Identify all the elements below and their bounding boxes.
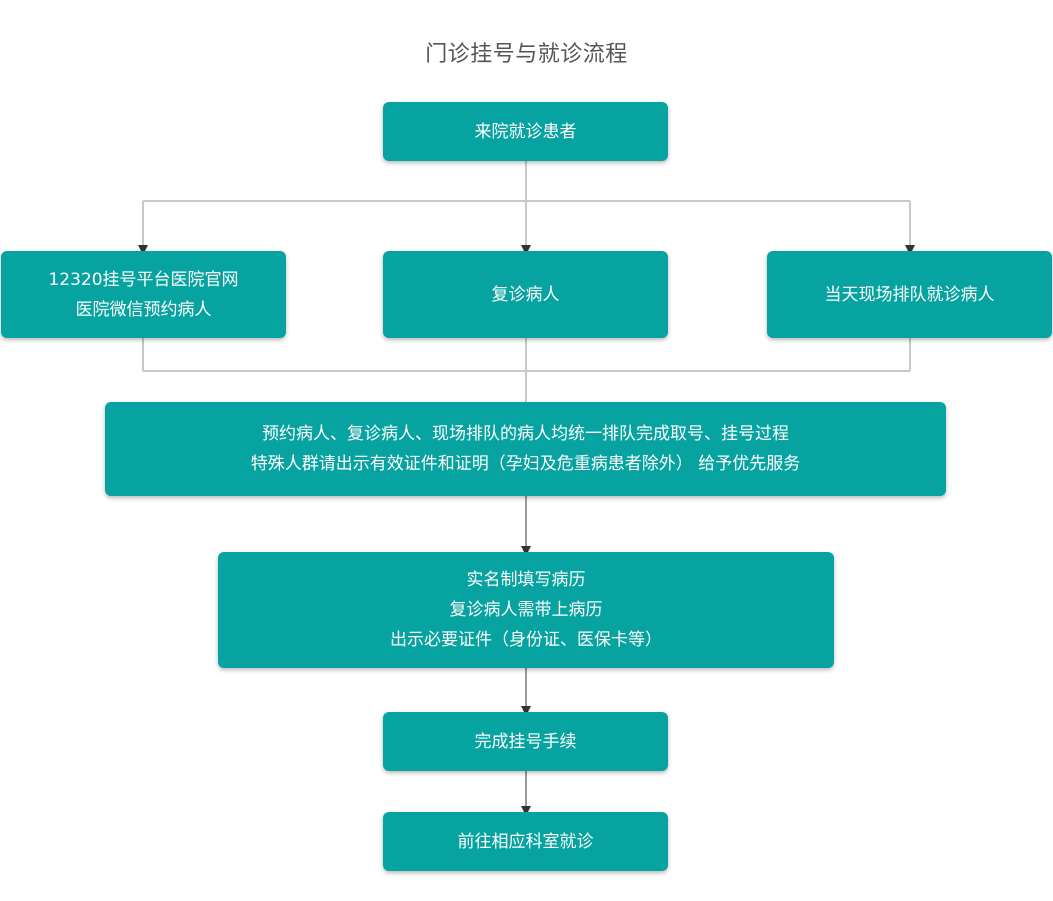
medical-records-label-2: 复诊病人需带上病历: [449, 600, 603, 620]
online-booking-label-1: 12320挂号平台医院官网: [48, 269, 239, 290]
registration-complete-node: 完成挂号手续: [383, 712, 668, 771]
start-node-label: 来院就诊患者: [474, 121, 577, 142]
online-booking-label-2: 医院微信预约病人: [75, 299, 212, 320]
medical-records-label-3: 出示必要证件（身份证、医保卡等）: [390, 630, 662, 650]
registration-complete-label: 完成挂号手续: [474, 731, 577, 752]
medical-records-node: 实名制填写病历 复诊病人需带上病历 出示必要证件（身份证、医保卡等）: [218, 552, 834, 668]
start-node: 来院就诊患者: [383, 102, 668, 161]
go-to-department-node: 前往相应科室就诊: [383, 812, 668, 871]
online-booking-node: 12320挂号平台医院官网 医院微信预约病人: [1, 251, 286, 338]
onsite-queue-node: 当天现场排队就诊病人: [767, 251, 1052, 338]
unified-queue-label-2: 特殊人群请出示有效证件和证明（孕妇及危重病患者除外） 给予优先服务: [250, 454, 801, 474]
onsite-queue-label: 当天现场排队就诊病人: [824, 284, 995, 305]
page-title: 门诊挂号与就诊流程: [425, 42, 628, 67]
unified-queue-node: 预约病人、复诊病人、现场排队的病人均统一排队完成取号、挂号过程 特殊人群请出示有…: [105, 402, 946, 496]
revisit-node-label: 复诊病人: [491, 284, 560, 305]
medical-records-label-1: 实名制填写病历: [466, 570, 586, 590]
go-to-department-label: 前往相应科室就诊: [457, 831, 594, 852]
unified-queue-label-1: 预约病人、复诊病人、现场排队的病人均统一排队完成取号、挂号过程: [262, 424, 789, 444]
revisit-node: 复诊病人: [383, 251, 668, 338]
